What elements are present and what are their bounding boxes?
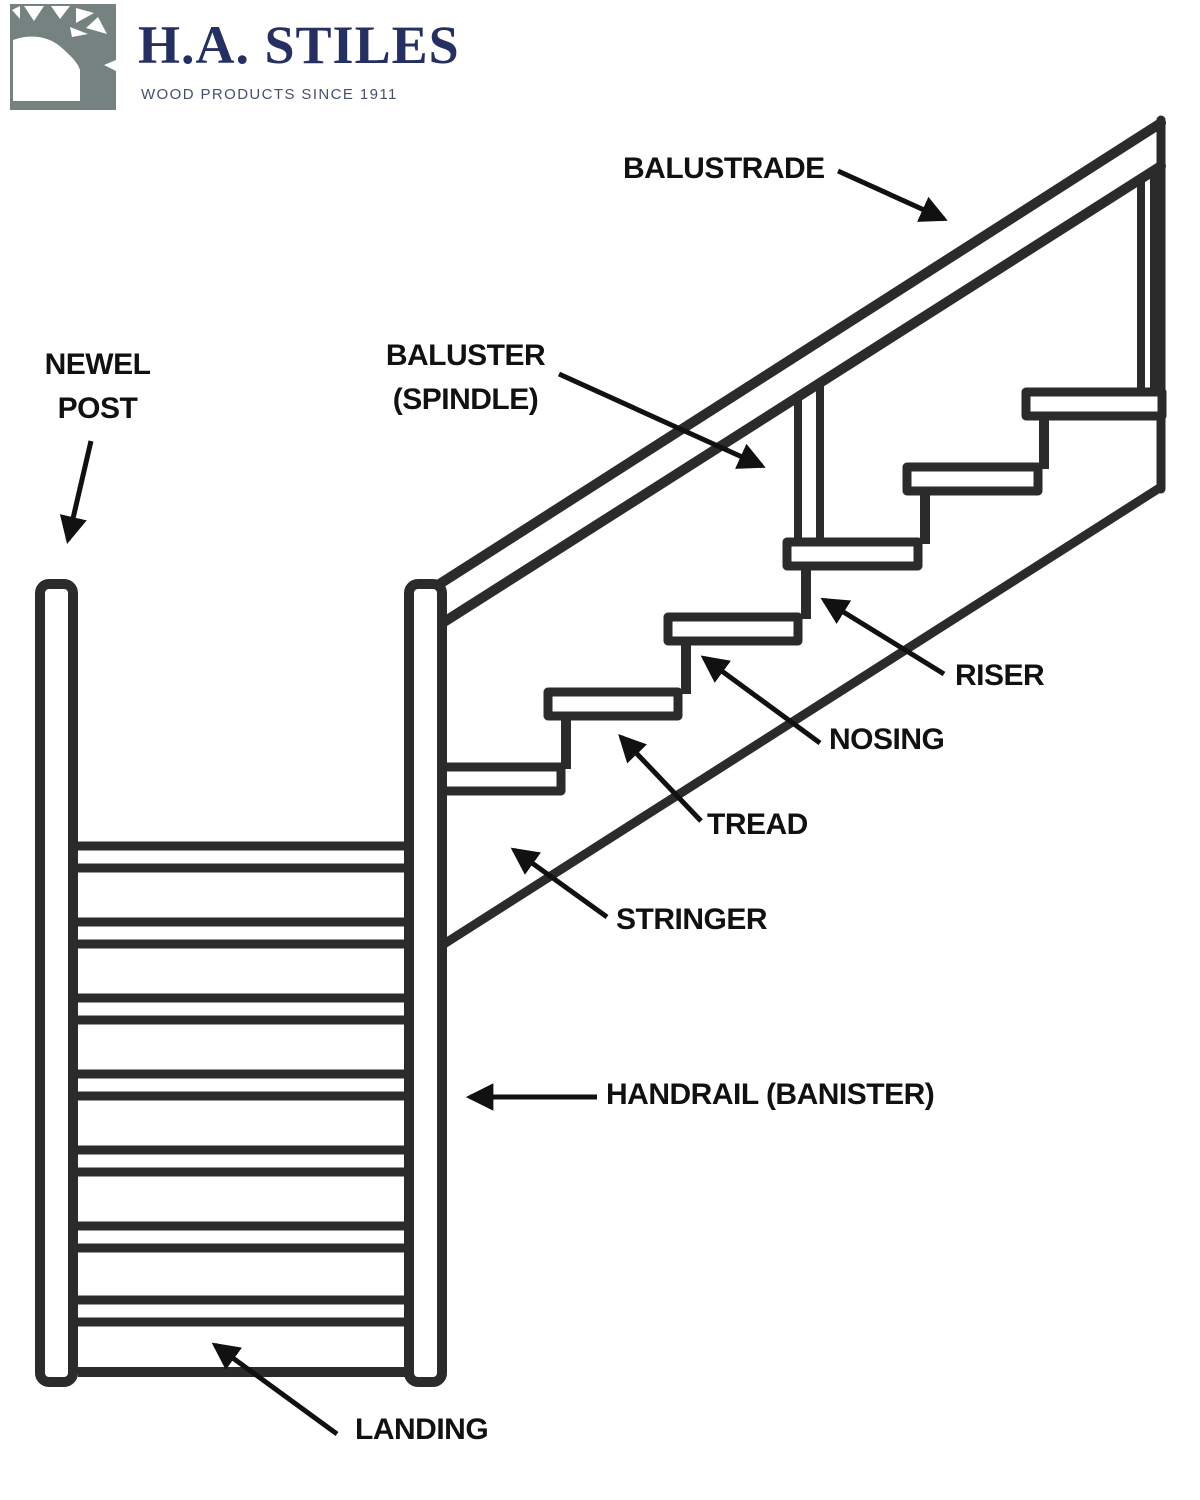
riser-arrow [820, 597, 946, 677]
tread-5 [902, 462, 1043, 496]
label-nosing: NOSING [829, 723, 945, 756]
logo-tree-icon [10, 4, 116, 110]
brand-name: H.A. STILES [138, 15, 460, 75]
landing-arrow [211, 1342, 339, 1437]
logo-branch-gap [24, 6, 44, 21]
label-stringer: STRINGER [616, 903, 768, 936]
tread-1 [437, 762, 566, 796]
logo-branch-gap [51, 6, 70, 19]
landing-rails [78, 841, 407, 1377]
baluster-arrow [557, 371, 766, 469]
balustrade-top-rail [433, 118, 1166, 590]
nosing-arrow [700, 655, 822, 746]
balustrade-arrow [836, 168, 948, 222]
label-balustrade: BALUSTRADE [623, 152, 825, 185]
stringer-arrow [510, 847, 609, 920]
logo-branch-gap [104, 60, 116, 71]
label-baluster-line2: (SPINDLE) [392, 383, 539, 416]
label-landing: LANDING [355, 1413, 489, 1446]
brand-tagline: WOOD PRODUCTS SINCE 1911 [141, 86, 398, 103]
label-baluster: BALUSTER (SPINDLE) [378, 334, 553, 422]
stringer-line [439, 482, 1166, 949]
label-tread: TREAD [707, 808, 808, 841]
tread-4 [782, 537, 923, 571]
tread-arrow [618, 734, 703, 823]
logo-branch-gap [86, 17, 107, 34]
logo-branch-gap [12, 6, 20, 19]
label-newel-post-line2: POST [57, 392, 138, 425]
handrail-post [404, 579, 447, 1387]
tread-2 [543, 687, 683, 721]
logo-page-shape [13, 36, 80, 101]
balustrade-bottom-rail [439, 161, 1166, 627]
label-baluster-line1: BALUSTER [385, 339, 546, 372]
label-riser: RISER [955, 659, 1045, 692]
tread-3 [663, 612, 803, 646]
label-newel-post: NEWEL POST [20, 343, 175, 431]
newel-post-arrow [59, 440, 94, 545]
logo-branch-gap [76, 8, 94, 23]
label-newel-post-line1: NEWEL [44, 348, 151, 381]
label-handrail: HANDRAIL (BANISTER) [606, 1078, 935, 1111]
logo-branch-gap [70, 27, 88, 37]
tread-6 [1021, 387, 1167, 421]
newel-post [35, 579, 78, 1387]
